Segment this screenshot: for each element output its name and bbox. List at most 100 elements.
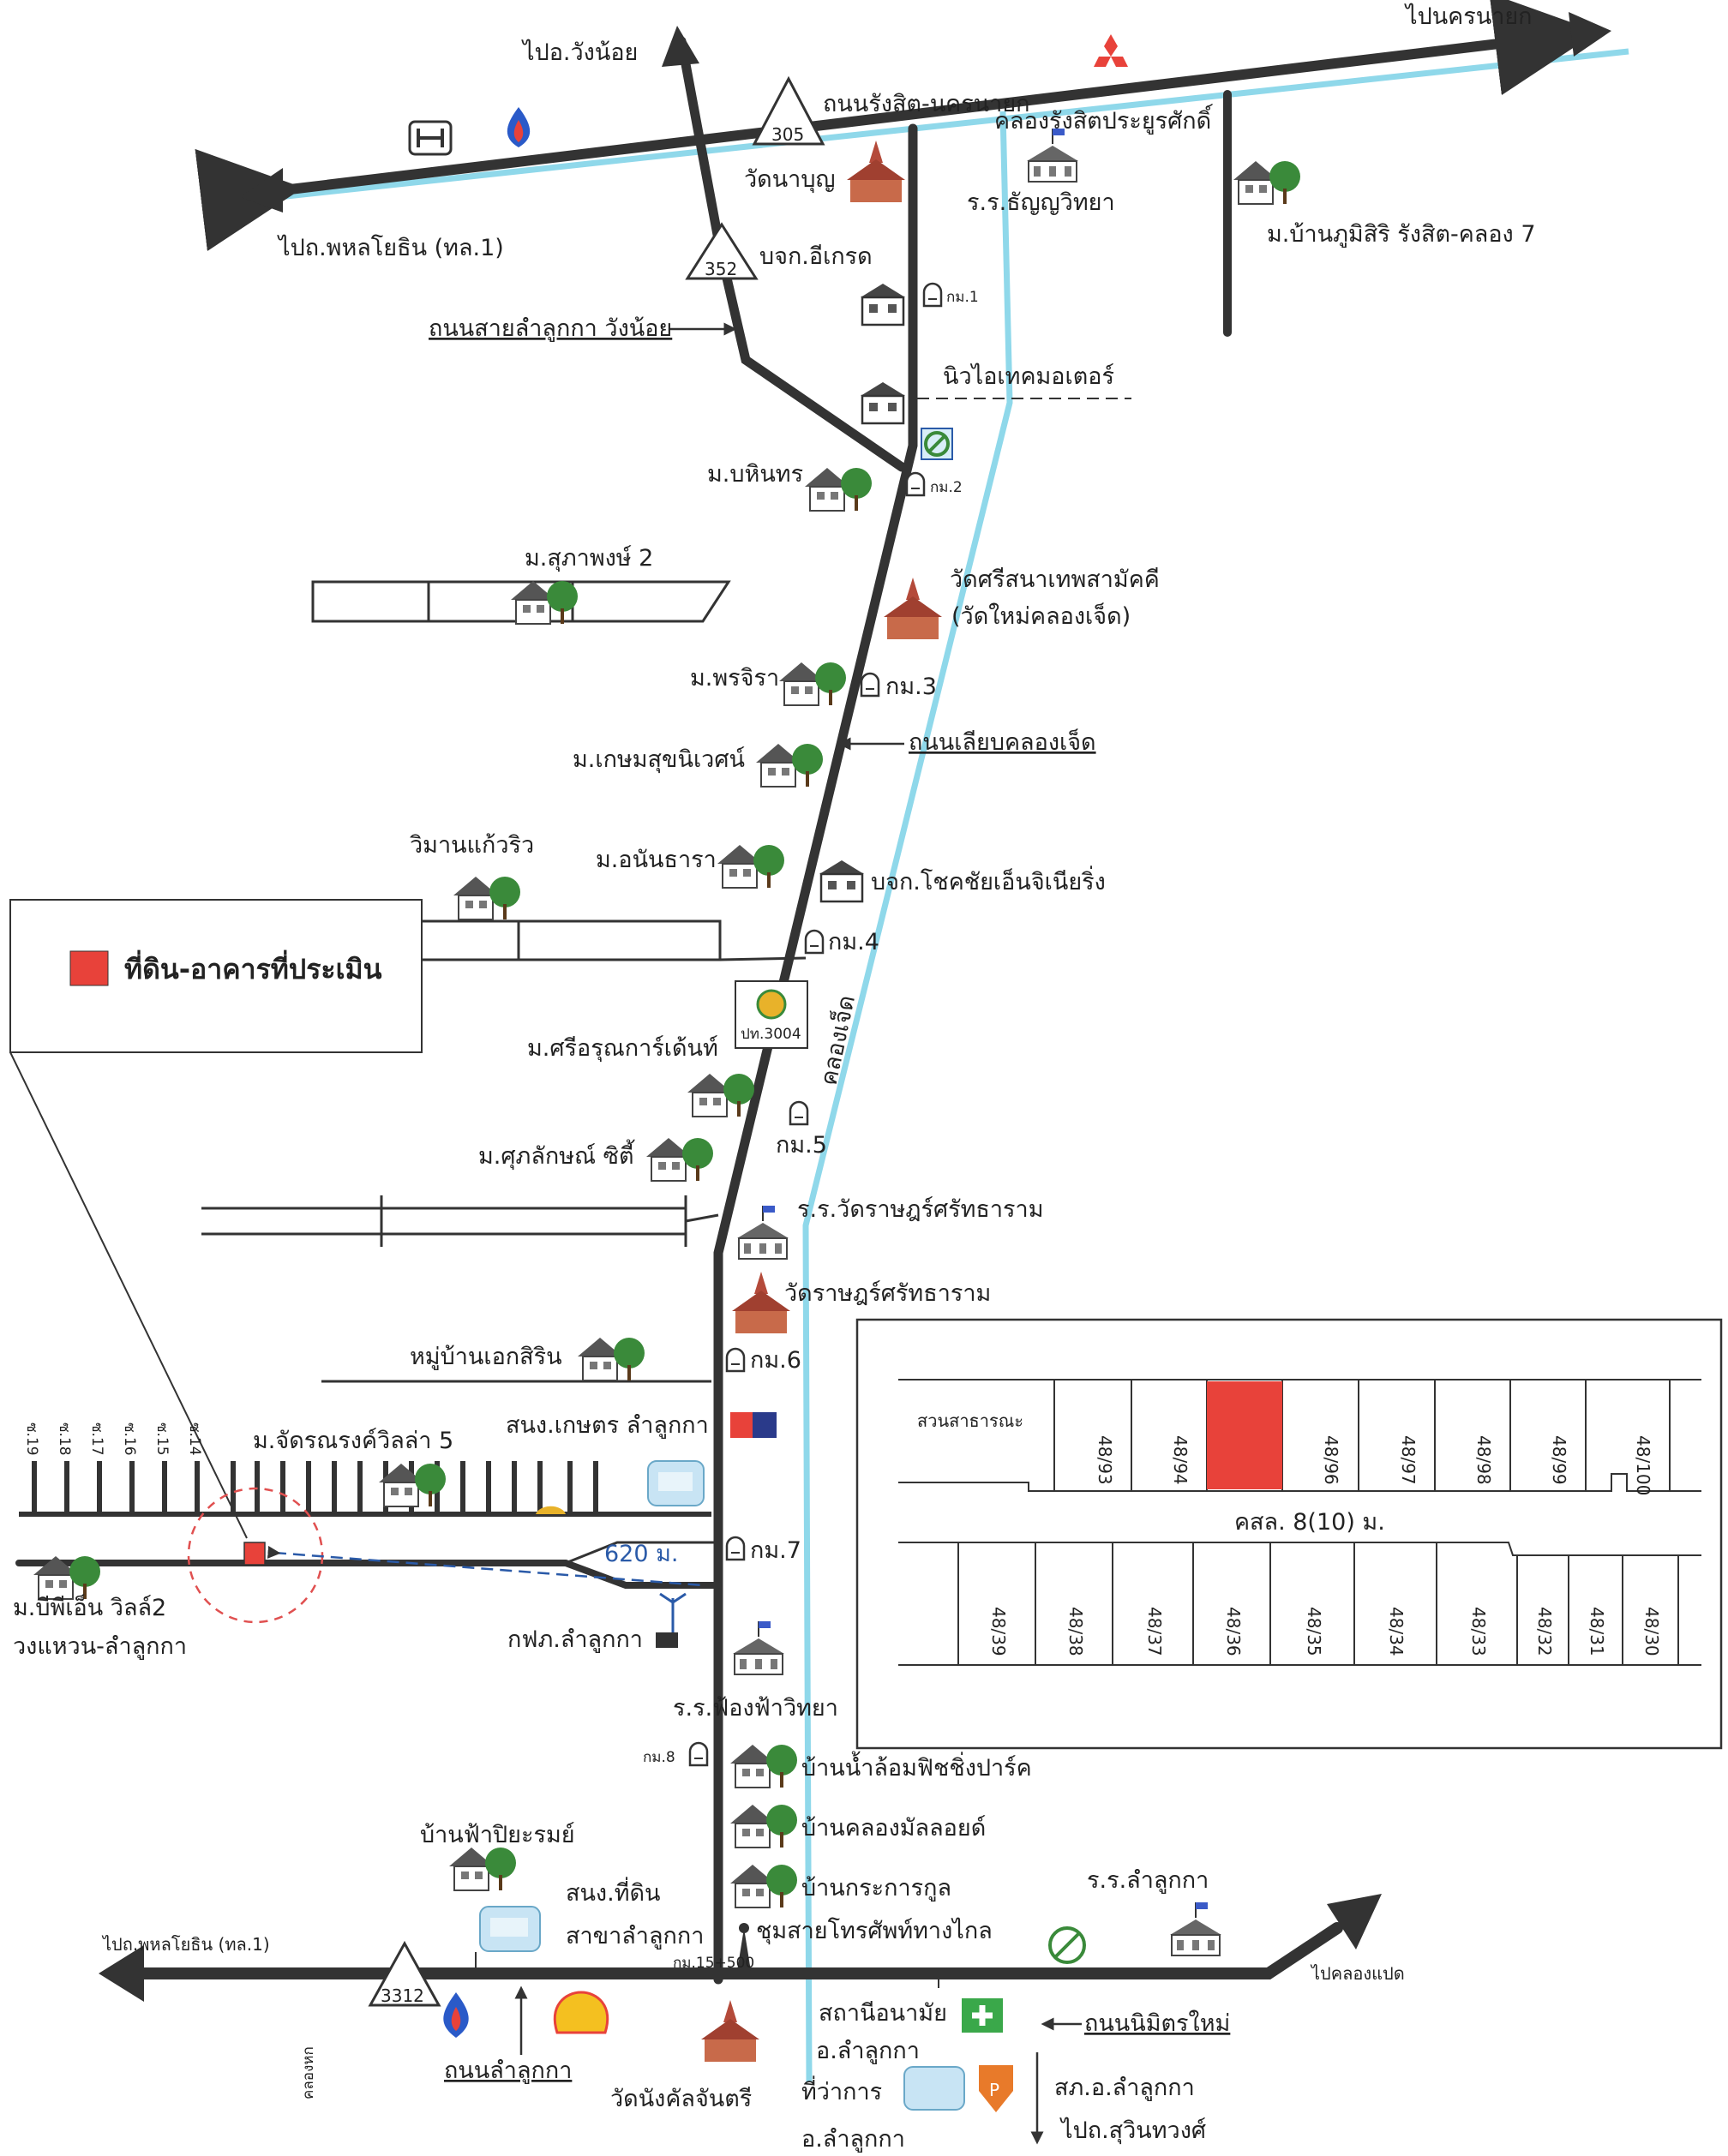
svg-text:ปท.3004: ปท.3004 — [741, 1026, 801, 1043]
label-km2: กม.2 — [930, 479, 963, 496]
village-srirun-icon — [687, 1073, 755, 1117]
svg-text:ซ.15: ซ.15 — [153, 1422, 171, 1456]
temple-sri-sanapet-icon — [884, 578, 942, 639]
svg-text:48/33: 48/33 — [1468, 1607, 1489, 1656]
svg-text:48/38: 48/38 — [1065, 1607, 1086, 1656]
label-amphoe-lamlukka: อ.ลำลูกกา — [816, 2038, 920, 2064]
plot-row-2 — [898, 1542, 1701, 1666]
label-road-rangsit: ถนนรังสิต-นครนายก — [823, 91, 1030, 117]
village-kasem-icon — [755, 743, 824, 788]
legend-swatch — [69, 950, 109, 986]
ban-namlom-icon — [729, 1744, 798, 1788]
label-company-chotchai: บจก.โชคชัยเอ็นจิเนียริ่ง — [871, 865, 1106, 895]
school-wat-rat-icon — [736, 1205, 789, 1260]
label-km8: กม.8 — [643, 1749, 675, 1766]
svg-text:48/96: 48/96 — [1321, 1435, 1341, 1485]
distance-line — [267, 1545, 704, 1587]
svg-text:3312: 3312 — [381, 1985, 424, 2006]
mitsubishi-logo-icon — [1094, 34, 1128, 67]
school-lamlukka-icon — [1169, 1901, 1222, 1956]
label-village-kasem: ม.เกษมสุขนิเวศน์ — [573, 746, 745, 774]
road-lam-luk-ka — [131, 1922, 1343, 1979]
label-wat-mai-klong-jet: (วัดใหม่คลองเจ็ด) — [951, 601, 1131, 630]
label-ban-klongmanlot: บ้านคลองมัลลอยด์ — [801, 1814, 986, 1842]
label-health-station: สถานีอนามัย — [819, 2000, 947, 2027]
road-liap-klong-jet — [713, 123, 918, 1985]
svg-text:48/97: 48/97 — [1398, 1435, 1419, 1485]
subject-plot-hatched — [1207, 1381, 1282, 1489]
label-village-anantara: ม.อนันธารา — [596, 847, 717, 873]
subject-property-marker — [243, 1542, 266, 1566]
label-khlong-rangsit: คลองรังสิตประยูรศักดิ์ — [994, 104, 1214, 135]
subject-radius-circle — [187, 1487, 324, 1624]
village-phumsiri-icon — [1233, 160, 1301, 205]
ring-road — [15, 1560, 722, 1589]
bank-icon — [730, 1412, 777, 1438]
label-ban-namlom: บ้านน้ำล้อมฟิชชิ่งปาร์ค — [801, 1751, 1032, 1782]
label-road-lamlukka: ถนนลำลูกกา — [444, 2057, 572, 2084]
temple-wat-na-bun-icon — [847, 141, 905, 202]
svg-text:352: 352 — [705, 259, 737, 279]
label-road-liap-klong-jet: ถนนเลียบคลองเจ็ด — [909, 727, 1096, 756]
police-icon: P — [979, 2065, 1013, 2112]
km4-icon — [804, 929, 825, 955]
svg-text:48/31: 48/31 — [1587, 1607, 1607, 1656]
road-to-wang-noi — [676, 36, 907, 472]
svg-text:48/93: 48/93 — [1095, 1435, 1115, 1485]
label-wat-nangsan: วัดนังคัลจันตรี — [610, 2086, 752, 2112]
plot-road-label: คสล. 8(10) ม. — [1234, 1509, 1385, 1536]
label-land-office1: สนง.ที่ดิน — [566, 1877, 661, 1907]
svg-text:48/39: 48/39 — [988, 1607, 1009, 1656]
route-shield-352: 352 — [685, 222, 759, 280]
label-village-suphalak: ม.ศุภลักษณ์ ซิตี้ — [478, 1139, 635, 1171]
label-wat-na-bun: วัดนาบุญ — [744, 166, 835, 194]
label-village-phumsiri: ม.บ้านภูมิสิริ รังสิต-คลอง 7 — [1267, 221, 1536, 248]
svg-text:48/36: 48/36 — [1223, 1607, 1244, 1656]
svg-text:ซ.14: ซ.14 — [186, 1422, 203, 1456]
label-wat-sri-sanapet: วัดศรีสนาเทพสามัคคี — [950, 566, 1160, 593]
label-khlong-hok: คลองหก — [300, 2046, 317, 2099]
km7-icon — [725, 1536, 746, 1561]
health-station-icon — [962, 1998, 1003, 2033]
km8-icon — [688, 1741, 709, 1767]
label-road-lam-luk-ka-wang-noi: ถนนสายลำลูกกา วังน้อย — [429, 315, 672, 342]
label-school-lamlukka: ร.ร.ลำลูกกา — [1087, 1867, 1209, 1894]
label-school-wat-rat: ร.ร.วัดราษฎร์ศรัทธาราม — [797, 1195, 1044, 1223]
side-road-wiman — [420, 919, 722, 961]
green-circle-icon — [921, 428, 953, 460]
district-office-icon — [903, 2066, 965, 2111]
svg-text:P: P — [989, 2080, 999, 2100]
label-wiman-kaew: วิมานแก้วริว — [410, 832, 534, 859]
svg-text:48/99: 48/99 — [1549, 1435, 1569, 1485]
land-office-icon — [479, 1906, 541, 1952]
label-ban-fapiyarom: บ้านฟ้าปิยะรมย์ — [420, 1821, 575, 1848]
svg-text:48/98: 48/98 — [1473, 1435, 1494, 1485]
label-village-ekasirin: หมู่บ้านเอกสิริน — [410, 1344, 562, 1370]
label-school-fongfa: ร.ร.ฟ้องฟ้าวิทยา — [673, 1695, 838, 1722]
school-tanyawittaya-icon — [1026, 128, 1079, 183]
svg-text:48/100: 48/100 — [1633, 1435, 1653, 1495]
km1-icon — [922, 282, 943, 308]
label-village-bpn: ม.บีพีเอ็น วิลล์2 — [13, 1592, 166, 1621]
green-circle-icon-bottom — [1048, 1926, 1086, 1964]
village-ekasirin-icon — [577, 1337, 645, 1381]
label-km5: กม.5 — [776, 1132, 827, 1159]
label-village-chatchai: ม.จัดรณรงค์วิลล่า 5 — [253, 1427, 453, 1454]
label-agri-office: สนง.เกษตร ลำลูกกา — [506, 1412, 709, 1439]
label-land-office2: สาขาลำลูกกา — [566, 1923, 704, 1949]
km5-icon — [789, 1100, 809, 1126]
soi-comb — [19, 1461, 711, 1517]
km2-icon — [905, 471, 926, 497]
ban-klongmanlot-icon — [729, 1804, 798, 1848]
telephone-tower-icon — [737, 1923, 751, 1971]
label-village-baninthorn: ม.บหินทร — [707, 461, 803, 488]
label-ban-krakan: บ้านกระการกูล — [801, 1875, 951, 1901]
label-wat-rat: วัดราษฎร์ศรัทธาราม — [784, 1279, 991, 1307]
svg-text:ซ.17: ซ.17 — [88, 1422, 105, 1456]
km3-icon — [860, 672, 880, 698]
village-baninthorn-icon — [804, 467, 873, 512]
ptt-3004-sign: ปท.3004 — [735, 980, 808, 1049]
label-pea: กฟภ.ลำลูกกา — [507, 1626, 643, 1653]
legend-text: ที่ดิน-อาคารที่ประเมิน — [124, 949, 382, 985]
